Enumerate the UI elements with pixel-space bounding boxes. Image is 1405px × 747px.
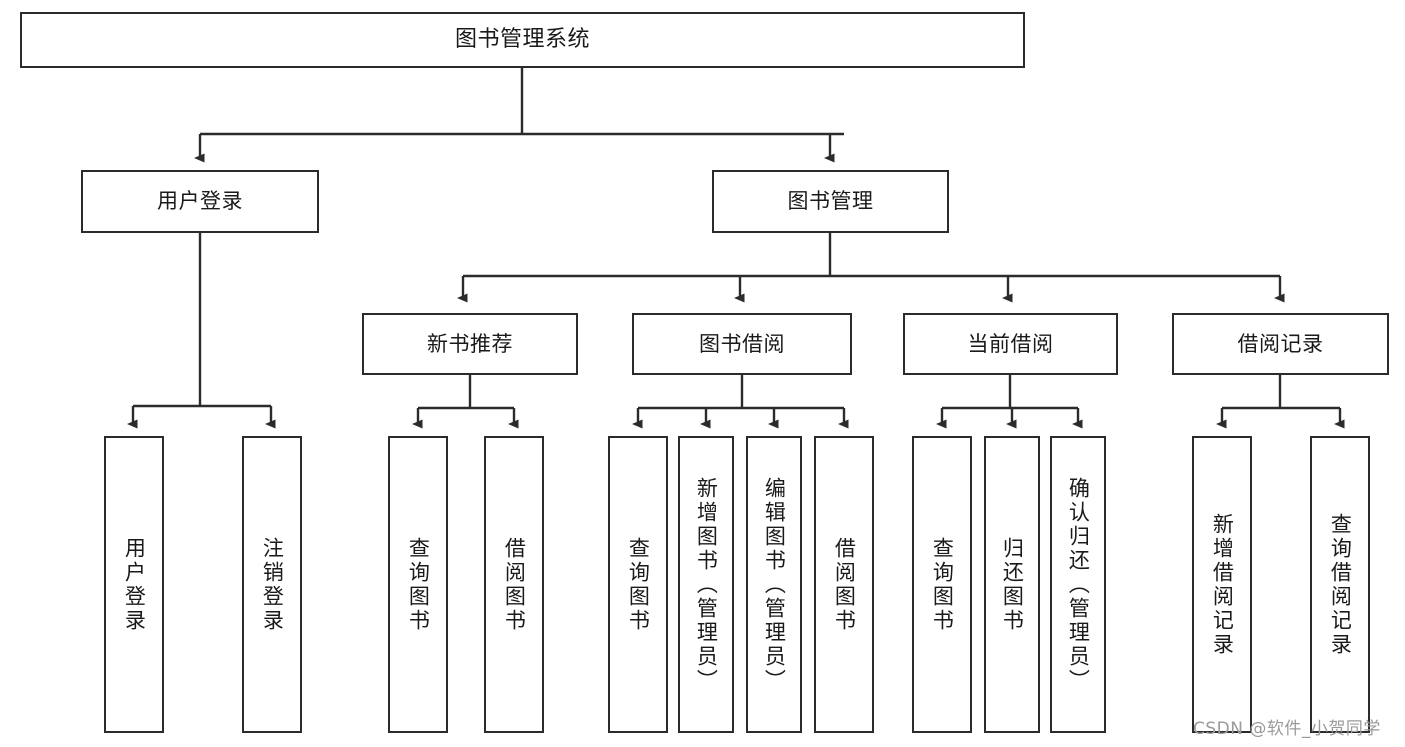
watermark-text: CSDN @软件_小贺同学 [1193, 719, 1381, 739]
node-book-borrow[interactable]: 图书借阅 [632, 313, 852, 375]
node-label: 确认归还（管理员） [1066, 476, 1091, 693]
node-book-management[interactable]: 图书管理 [712, 170, 949, 233]
node-label: 注销登录 [260, 536, 285, 633]
node-label: 借阅记录 [1237, 331, 1324, 356]
node-leaf-query-book-current[interactable]: 查询图书 [912, 436, 972, 733]
node-leaf-borrow-book[interactable]: 借阅图书 [814, 436, 874, 733]
node-label: 用户登录 [122, 536, 147, 633]
node-label: 查询图书 [406, 536, 431, 633]
node-leaf-return-book[interactable]: 归还图书 [984, 436, 1040, 733]
node-leaf-add-book-admin[interactable]: 新增图书（管理员） [678, 436, 734, 733]
node-label: 新增图书（管理员） [694, 476, 719, 693]
node-label: 新增借阅记录 [1210, 512, 1235, 657]
node-label: 查询借阅记录 [1328, 512, 1353, 657]
node-leaf-add-borrow-record[interactable]: 新增借阅记录 [1192, 436, 1252, 733]
node-leaf-query-book-recommend[interactable]: 查询图书 [388, 436, 448, 733]
node-leaf-edit-book-admin[interactable]: 编辑图书（管理员） [746, 436, 802, 733]
node-user-login[interactable]: 用户登录 [81, 170, 319, 233]
node-root-label: 图书管理系统 [454, 27, 590, 53]
node-current-borrow[interactable]: 当前借阅 [903, 313, 1118, 375]
node-label: 归还图书 [1000, 536, 1025, 633]
node-leaf-logout[interactable]: 注销登录 [242, 436, 302, 733]
node-label: 编辑图书（管理员） [762, 476, 787, 693]
node-leaf-confirm-return-admin[interactable]: 确认归还（管理员） [1050, 436, 1106, 733]
node-leaf-borrow-book-recommend[interactable]: 借阅图书 [484, 436, 544, 733]
node-label: 新书推荐 [427, 331, 513, 356]
node-new-book-recommend[interactable]: 新书推荐 [362, 313, 578, 375]
node-label: 图书借阅 [699, 331, 785, 356]
node-label: 查询图书 [626, 536, 651, 633]
node-label: 图书管理 [787, 189, 874, 214]
node-leaf-query-book-borrow[interactable]: 查询图书 [608, 436, 668, 733]
node-label: 用户登录 [157, 189, 243, 214]
node-label: 借阅图书 [502, 536, 527, 633]
node-borrow-record[interactable]: 借阅记录 [1172, 313, 1389, 375]
node-leaf-user-login[interactable]: 用户登录 [104, 436, 164, 733]
node-label: 借阅图书 [832, 536, 857, 633]
node-root-system[interactable]: 图书管理系统 [20, 12, 1025, 68]
node-label: 当前借阅 [967, 331, 1054, 356]
node-leaf-query-borrow-record[interactable]: 查询借阅记录 [1310, 436, 1370, 733]
node-label: 查询图书 [930, 536, 955, 633]
